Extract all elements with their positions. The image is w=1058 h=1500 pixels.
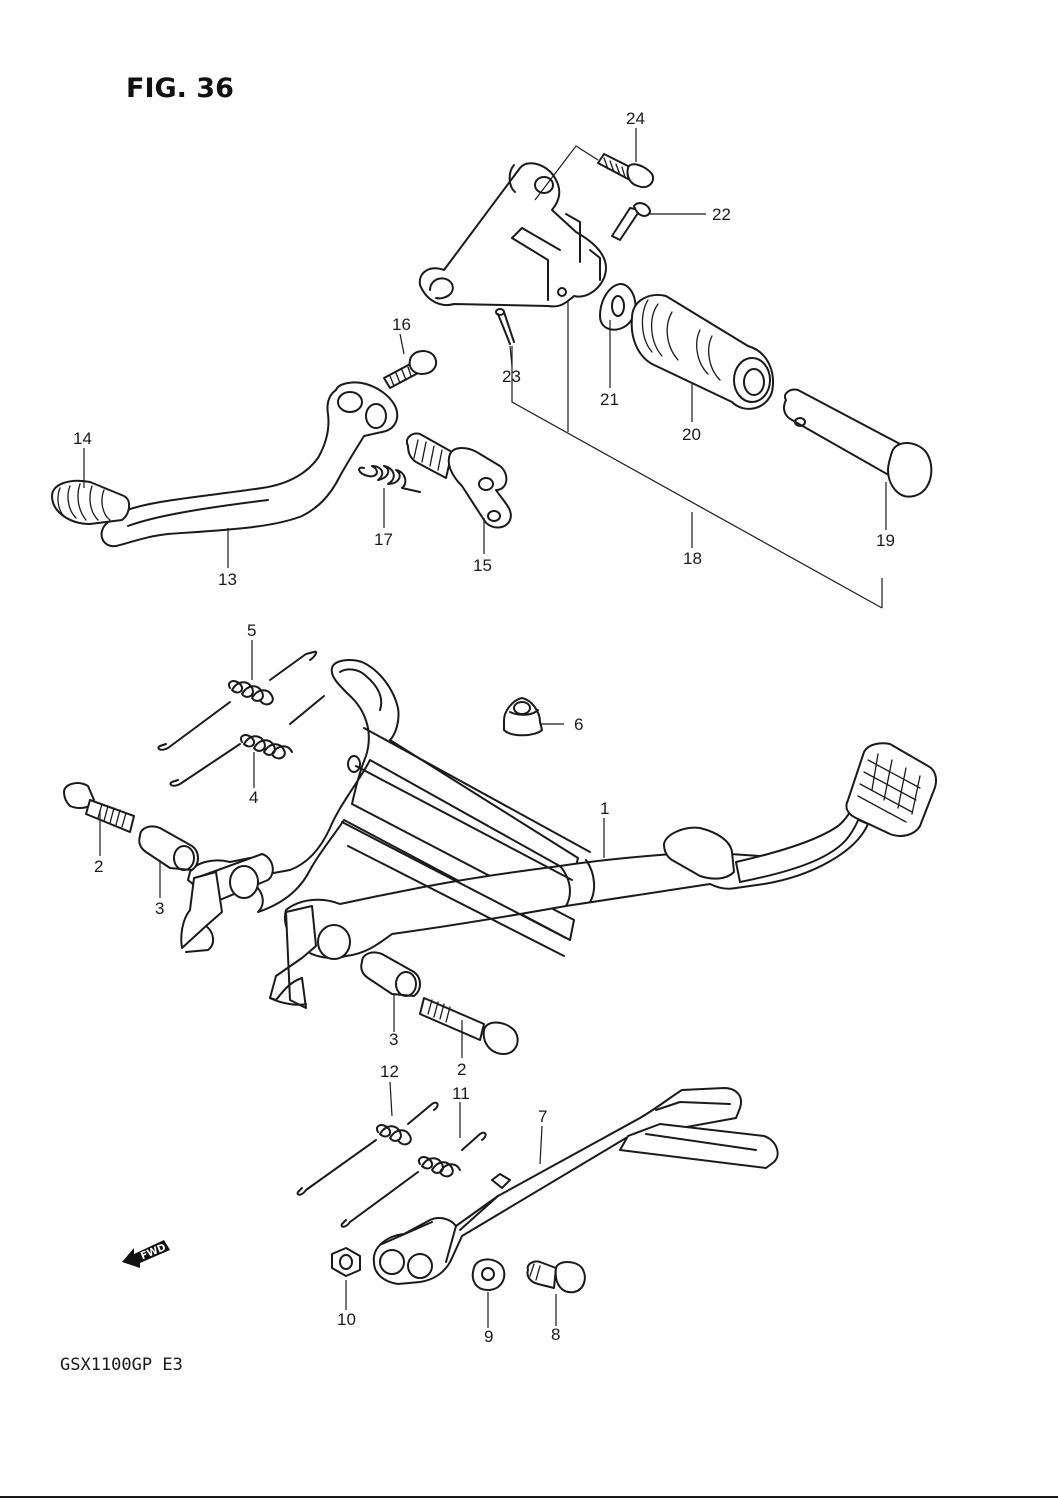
gear-shift-lever-assembly (51, 350, 512, 548)
callout-21: 21 (600, 390, 619, 409)
callout-15: 15 (473, 556, 492, 575)
footrest-bracket-assembly (418, 145, 933, 609)
callout-13: 13 (218, 570, 237, 589)
center-stand-assembly (63, 650, 937, 1055)
callout-18: 18 (683, 549, 702, 568)
callout-23: 23 (502, 367, 521, 386)
callout-22: 22 (712, 205, 731, 224)
callout-11: 11 (452, 1084, 470, 1103)
callout-9: 9 (484, 1327, 493, 1346)
callout-3: 3 (155, 899, 164, 918)
model-code: GSX1100GP E3 (60, 1355, 183, 1375)
callout-20: 20 (682, 425, 701, 444)
callout-2: 2 (94, 857, 103, 876)
callout-17: 17 (374, 530, 393, 549)
callout-24: 24 (626, 109, 645, 128)
callout-6: 6 (574, 715, 583, 734)
callout-5: 5 (247, 621, 256, 640)
callout-2: 2 (457, 1060, 466, 1079)
callout-4: 4 (249, 788, 258, 807)
callout-12: 12 (380, 1062, 399, 1081)
callout-10: 10 (337, 1310, 356, 1329)
callout-labels: 1 2 2 3 3 4 5 6 7 8 9 10 11 12 13 14 15 … (73, 109, 895, 1346)
callout-8: 8 (551, 1325, 560, 1344)
callout-19: 19 (876, 531, 895, 550)
callout-3: 3 (389, 1030, 398, 1049)
leader-lines (83, 128, 887, 1328)
callout-14: 14 (73, 429, 92, 448)
callout-7: 7 (538, 1107, 547, 1126)
fwd-arrow-icon: FWD (122, 1240, 170, 1268)
callout-16: 16 (392, 315, 411, 334)
figure-title: FIG. 36 (126, 73, 234, 104)
side-stand-assembly (296, 1087, 779, 1294)
callout-1: 1 (600, 799, 609, 818)
